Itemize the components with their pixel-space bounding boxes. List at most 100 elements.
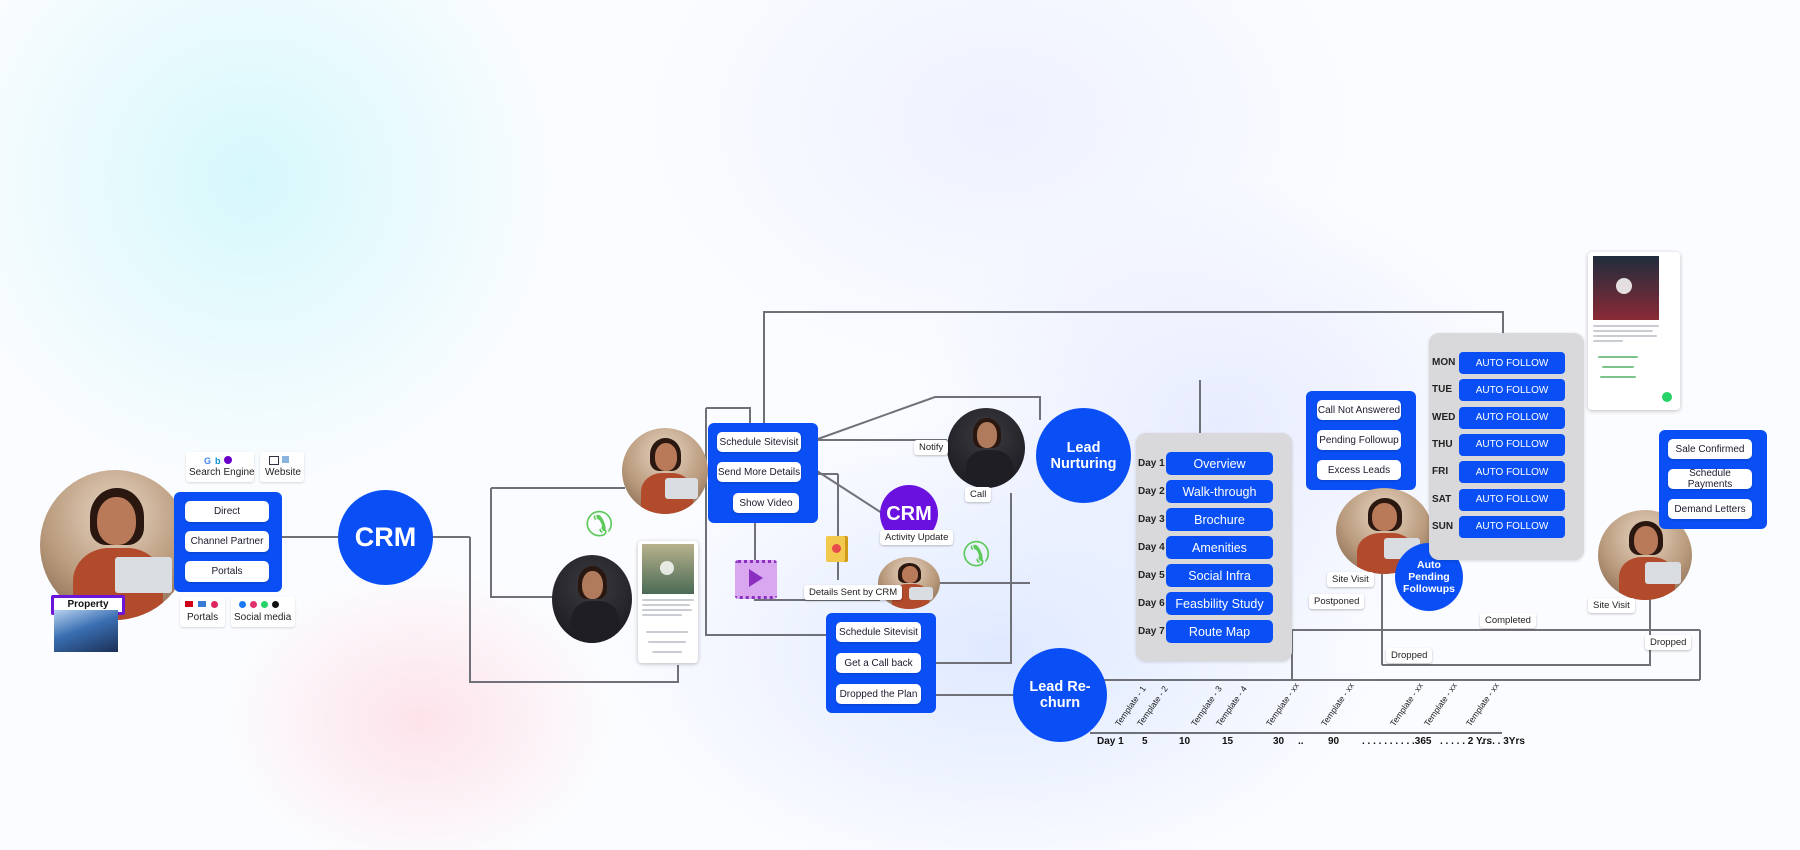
avatar-notify-agent <box>947 408 1025 488</box>
channel-portals-button[interactable]: Portals <box>185 561 269 582</box>
send-more-details-button[interactable]: Send More Details <box>717 462 801 482</box>
excess-leads-button[interactable]: Excess Leads <box>1317 460 1401 480</box>
nurturing-topic-button[interactable]: Amenities <box>1166 536 1273 559</box>
sale-confirmed-button[interactable]: Sale Confirmed <box>1668 439 1752 459</box>
weekday-label: TUE <box>1432 384 1452 396</box>
lock-icon <box>282 456 289 463</box>
dropped-plan-button[interactable]: Dropped the Plan <box>836 684 921 704</box>
avatar-caller-left <box>552 555 632 643</box>
avatar-agent-top <box>622 428 708 514</box>
auto-follow-button[interactable]: AUTO FOLLOW <box>1459 433 1565 456</box>
phone-call-icon-left: ✆ <box>585 506 614 544</box>
portals-label: Portals <box>187 612 219 623</box>
details-sent-label: Details Sent by CRM <box>804 585 903 600</box>
lead-rechurn-label: Lead Re-churn <box>1029 679 1091 711</box>
timeline-day-label: .. <box>1298 736 1304 747</box>
portal-icon-1 <box>185 601 193 607</box>
auto-follow-button[interactable]: AUTO FOLLOW <box>1459 352 1565 374</box>
website-icon <box>269 456 279 465</box>
website-chip: Website <box>260 452 304 482</box>
show-video-button[interactable]: Show Video <box>733 493 799 513</box>
video-message-preview <box>1588 252 1680 410</box>
site-visit-label-2: Site Visit <box>1588 598 1635 613</box>
weekday-label: WED <box>1432 411 1456 423</box>
phone-call-icon-right: ✆ <box>962 536 991 574</box>
weekday-label: SAT <box>1432 493 1452 505</box>
search-engine-chip: G b Search Engine <box>186 452 255 482</box>
video-film-icon <box>735 560 777 599</box>
auto-pending-label: Auto Pending Followups <box>1403 559 1455 595</box>
crm-hub: CRM <box>338 490 433 585</box>
portal-icon-3 <box>211 601 218 608</box>
nurturing-topic-button[interactable]: Route Map <box>1166 620 1273 643</box>
pending-followup-button[interactable]: Pending Followup <box>1317 430 1401 450</box>
timeline-day-label: . . . . . 2 Yrs <box>1440 736 1493 747</box>
auto-follow-button[interactable]: AUTO FOLLOW <box>1459 406 1565 429</box>
website-label: Website <box>265 467 301 478</box>
nurturing-day-label: Day 3 <box>1138 514 1165 525</box>
get-call-back-button[interactable]: Get a Call back <box>836 653 921 673</box>
postponed-label: Postponed <box>1309 594 1365 609</box>
play-icon <box>749 569 763 587</box>
timeline-day-label: 90 <box>1328 736 1340 747</box>
x-icon <box>272 601 279 608</box>
demand-letters-button[interactable]: Demand Letters <box>1668 499 1752 519</box>
portal-icon-2 <box>198 601 206 607</box>
auto-follow-button[interactable]: AUTO FOLLOW <box>1459 488 1565 511</box>
nurturing-topic-button[interactable]: Feasbility Study <box>1166 592 1273 615</box>
activity-update-label: Activity Update <box>880 530 954 545</box>
channel-partner-button[interactable]: Channel Partner <box>185 531 269 552</box>
whatsapp-preview-card <box>638 541 698 663</box>
timeline-day-label: 30 <box>1273 736 1285 747</box>
nurturing-day-label: Day 7 <box>1138 626 1165 637</box>
brochure-book-icon <box>826 536 848 562</box>
property-label: Property <box>67 599 109 610</box>
timeline-day-label: 15 <box>1222 736 1234 747</box>
facebook-icon <box>239 601 246 608</box>
timeline-day-label: 10 <box>1179 736 1191 747</box>
instagram-icon <box>250 601 257 608</box>
nurturing-day-label: Day 5 <box>1138 570 1165 581</box>
weekday-label: FRI <box>1432 466 1449 478</box>
nurturing-day-label: Day 2 <box>1138 486 1165 497</box>
timeline-day-label: Day 1 <box>1097 736 1124 747</box>
nurturing-day-label: Day 4 <box>1138 542 1165 553</box>
nurturing-day-label: Day 6 <box>1138 598 1165 609</box>
social-media-label: Social media <box>234 612 292 623</box>
site-visit-label-1: Site Visit <box>1327 572 1374 587</box>
weekday-label: SUN <box>1432 520 1454 532</box>
yahoo-icon <box>224 456 232 464</box>
timeline-day-label: . . . . 3Yrs <box>1481 736 1525 747</box>
nurturing-day-label: Day 1 <box>1138 458 1165 469</box>
schedule-sitevisit-button-bottom[interactable]: Schedule Sitevisit <box>836 622 921 642</box>
schedule-payments-button[interactable]: Schedule Payments <box>1668 468 1752 490</box>
weekday-label: MON <box>1432 357 1456 368</box>
avatar-details-agent <box>878 557 940 609</box>
search-engine-label: Search Engine <box>189 467 255 478</box>
weekday-label: THU <box>1432 438 1453 450</box>
completed-label: Completed <box>1480 613 1536 628</box>
lead-nurturing-label: Lead Nurturing <box>1050 439 1117 472</box>
building-image <box>54 610 118 652</box>
portals-chip: Portals <box>180 597 225 627</box>
call-label: Call <box>965 487 992 502</box>
auto-follow-button[interactable]: AUTO FOLLOW <box>1459 515 1565 538</box>
google-icon: G <box>204 456 212 466</box>
auto-follow-button[interactable]: AUTO FOLLOW <box>1459 461 1565 484</box>
dropped-label-2: Dropped <box>1645 635 1692 650</box>
channel-direct-button[interactable]: Direct <box>185 501 269 522</box>
nurturing-topic-button[interactable]: Walk-through <box>1166 480 1273 503</box>
nurturing-topic-button[interactable]: Brochure <box>1166 508 1273 531</box>
nurturing-topic-button[interactable]: Social Infra <box>1166 564 1273 587</box>
lead-rechurn-circle: Lead Re-churn <box>1013 648 1107 742</box>
social-media-chip: Social media <box>231 597 295 627</box>
dropped-label-1: Dropped <box>1386 648 1433 663</box>
avatar-site-visit-agent <box>1336 488 1432 574</box>
call-not-answered-button[interactable]: Call Not Answered <box>1317 400 1401 420</box>
lead-nurturing-circle: Lead Nurturing <box>1036 408 1131 503</box>
whatsapp-icon <box>261 601 268 608</box>
schedule-sitevisit-button-top[interactable]: Schedule Sitevisit <box>717 432 801 452</box>
nurturing-topic-button[interactable]: Overview <box>1166 452 1273 475</box>
auto-follow-button[interactable]: AUTO FOLLOW <box>1459 379 1565 402</box>
timeline-day-label: 5 <box>1142 736 1148 747</box>
